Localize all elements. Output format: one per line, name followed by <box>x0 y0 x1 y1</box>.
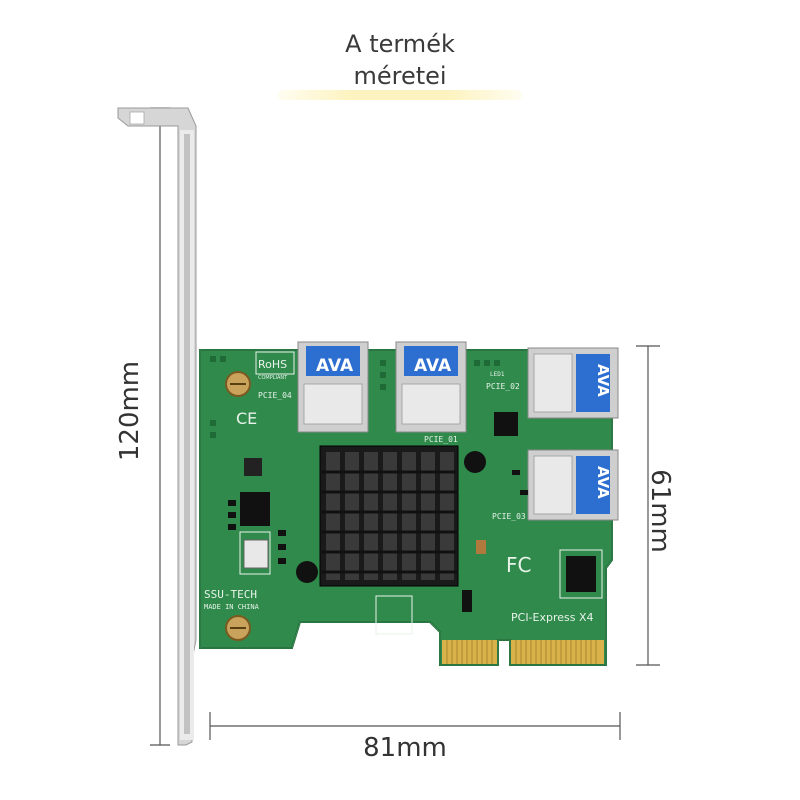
compliant-label: COMPLIANT <box>258 375 288 381</box>
usb-logo-pcie-03: AVA <box>594 466 612 499</box>
title-line-1: A termék <box>345 30 455 58</box>
dotted-texture <box>210 356 500 438</box>
brand-label: SSU-TECH <box>204 588 257 601</box>
dimension-label-61mm: 61mm <box>645 469 675 553</box>
usb-port-pcie-02 <box>527 347 619 419</box>
silkscreen-outlines <box>239 351 603 635</box>
heatsink <box>296 445 486 587</box>
ce-mark: CE <box>236 409 257 428</box>
pcie-02-label: PCIE_02 <box>486 382 520 391</box>
pcie-01-label: PCIE_01 <box>424 435 458 444</box>
page-title: A termék méretei <box>0 28 800 92</box>
rohs-label: RoHS <box>258 358 287 371</box>
chip-component <box>240 412 596 592</box>
dimension-label-120mm: 120mm <box>115 360 145 462</box>
usb-logo-pcie-02: AVA <box>594 364 612 397</box>
gold-fingers <box>442 640 604 664</box>
usb-port-pcie-03 <box>527 449 619 521</box>
dimension-line-120 <box>150 107 170 746</box>
screw-bottom <box>225 615 251 641</box>
usb-port-pcie-01 <box>395 341 467 433</box>
made-in-label: MADE IN CHINA <box>204 603 260 611</box>
dimension-line-81 <box>209 712 621 740</box>
dimension-line-61 <box>636 345 660 666</box>
usb-port-pcie-04 <box>297 341 369 433</box>
metal-bracket <box>117 107 197 746</box>
gold-finger-dividers <box>446 640 597 664</box>
capacitors <box>228 470 528 612</box>
interface-label: PCI-Express X4 <box>511 611 594 624</box>
led-label: LED1 <box>490 371 505 378</box>
title-highlight-bar <box>278 90 522 100</box>
screw-top <box>225 371 251 397</box>
dimension-label-81mm: 81mm <box>363 733 447 763</box>
usb-logo-pcie-04: AVA <box>316 356 354 376</box>
usb-logo-pcie-01: AVA <box>414 356 452 376</box>
fc-mark: FC <box>506 553 531 577</box>
pcie-04-label: PCIE_04 <box>258 391 292 400</box>
pcie-03-label: PCIE_03 <box>492 512 526 521</box>
title-line-2: méretei <box>353 62 447 90</box>
